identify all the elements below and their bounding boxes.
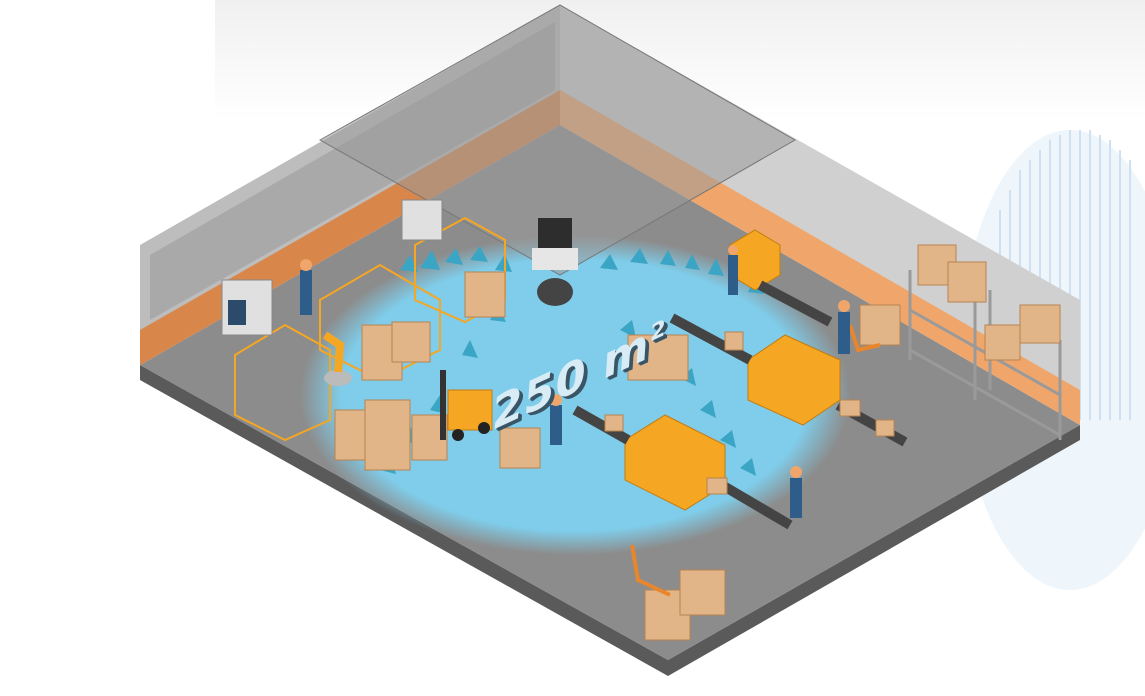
lidar-robot [532,218,578,306]
workers [300,245,850,518]
glass-ceiling-panel [318,4,797,276]
area-unit-superscript: 2 [649,314,668,348]
robot-arm [322,331,352,386]
inspection-machines [221,199,443,336]
pallet-jacks [630,324,881,597]
yellow-enclosures [624,229,841,511]
cardboard-boxes [334,244,1061,641]
forklift [440,370,493,441]
